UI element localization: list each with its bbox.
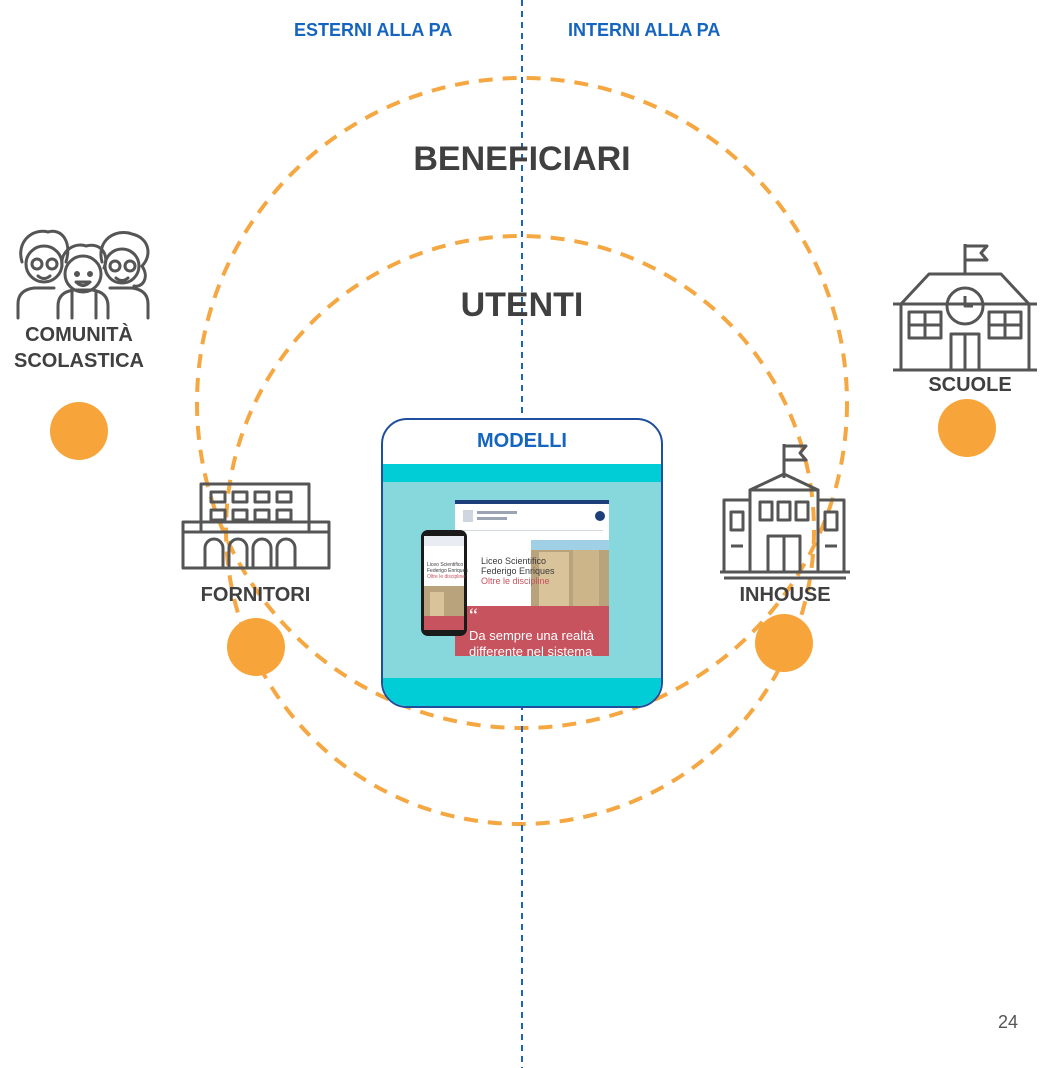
banner-line-2: differente nel sistema [469, 644, 593, 659]
dot-scuole [938, 399, 996, 457]
desktop-heading-2: Federigo Enriques [481, 566, 555, 576]
modelli-title: MODELLI [477, 430, 567, 452]
label-comunita-line1: COMUNITÀ [25, 324, 133, 346]
mobile-heading-1: Liceo Scientifico [427, 562, 463, 568]
dot-fornitori [227, 618, 285, 676]
page-number: 24 [998, 1012, 1019, 1032]
website-mockup-image: Liceo Scientifico Federigo Enriques Oltr… [383, 464, 661, 706]
header-esterni: ESTERNI ALLA PA [294, 20, 453, 40]
label-fornitori: FORNITORI [200, 584, 311, 606]
inner-ring [224, 234, 816, 826]
mobile-heading-3: Oltre le discipline [427, 574, 465, 580]
label-comunita-scolastica: COMUNITÀ SCOLASTICA [0, 322, 158, 374]
desktop-heading-3: Oltre le discipline [481, 576, 550, 586]
desktop-mockup: Liceo Scientifico Federigo Enriques Oltr… [455, 500, 609, 659]
government-building-icon [720, 444, 850, 580]
label-scuole: SCUOLE [928, 374, 1012, 396]
header-interni: INTERNI ALLA PA [568, 20, 721, 40]
mobile-mockup: Liceo Scientifico Federigo Enriques Oltr… [421, 530, 468, 636]
school-clock-icon [893, 244, 1037, 372]
dot-comunita [50, 402, 108, 460]
mobile-heading-2: Federigo Enriques [427, 568, 468, 574]
dot-inhouse [755, 614, 813, 672]
desktop-heading-1: Liceo Scientifico [481, 556, 546, 566]
label-inhouse: INHOUSE [739, 584, 831, 606]
ring-title-utenti: UTENTI [460, 286, 584, 324]
office-building-icon [181, 482, 331, 570]
banner-line-1: Da sempre una realtà [469, 628, 595, 643]
svg-text:“: “ [469, 605, 478, 627]
family-icon [16, 229, 150, 320]
label-comunita-line2: SCOLASTICA [14, 350, 144, 372]
ring-title-beneficiari: BENEFICIARI [413, 140, 631, 178]
modelli-card: MODELLI Liceo Scientifico Federigo Enriq… [381, 418, 663, 708]
